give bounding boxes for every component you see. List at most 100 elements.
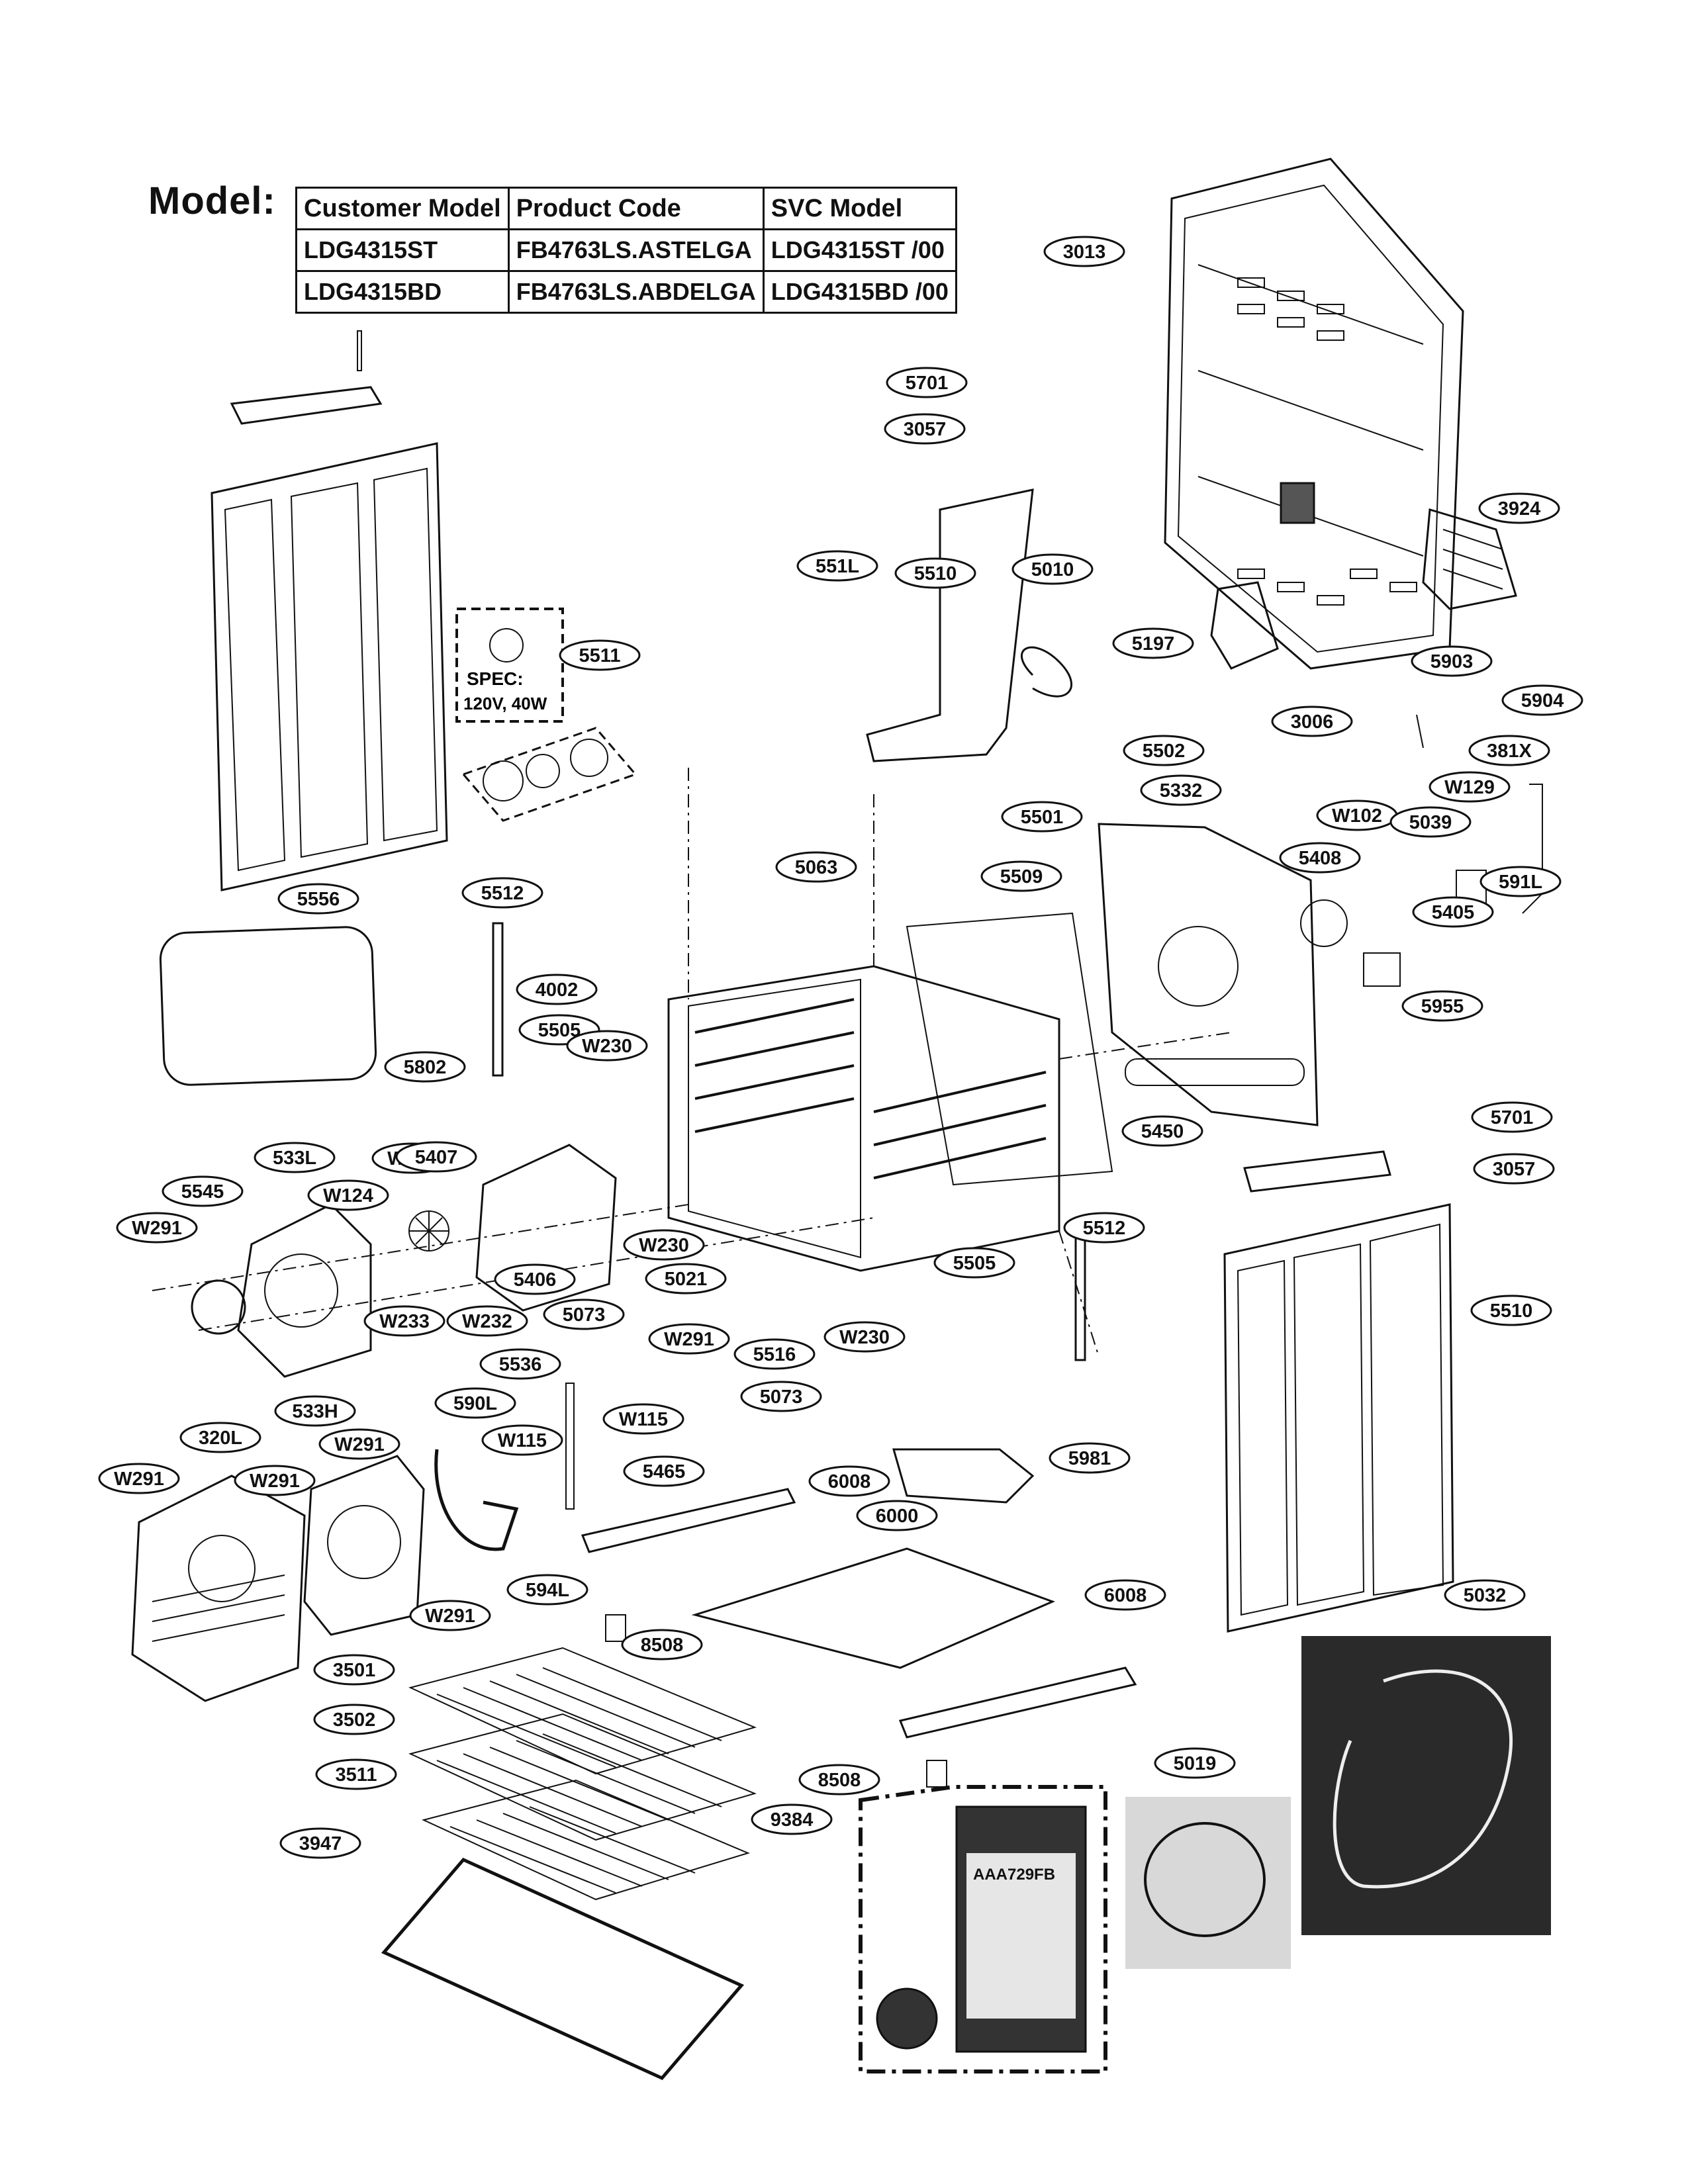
callout-ellipse — [1429, 771, 1511, 803]
callout-label: 5501 — [1021, 807, 1064, 828]
callout-ellipse — [740, 1381, 822, 1412]
callout-label: 5505 — [953, 1253, 996, 1274]
callout-3501: 3501 — [313, 1654, 395, 1686]
callout-5501: 5501 — [1001, 801, 1083, 833]
callout-ellipse — [446, 1305, 528, 1337]
callout-ellipse — [1112, 627, 1194, 659]
callout-3924: 3924 — [1478, 492, 1560, 524]
model-table: Customer Model Product Code SVC Model LD… — [295, 187, 957, 314]
igniter-590l-drawing — [565, 1383, 575, 1510]
callout-ellipse — [1001, 801, 1083, 833]
insulation-5450-drawing — [906, 912, 1113, 1186]
callout-ellipse — [1470, 1295, 1552, 1326]
bulb-spec-line2: 120V, 40W — [463, 694, 547, 713]
rack-3511-drawing — [422, 1779, 750, 1901]
callout-label: 591L — [1499, 872, 1542, 893]
cell-product-code: FB4763LS.ABDELGA — [507, 270, 765, 314]
callout-w230: W230 — [566, 1030, 648, 1062]
callout-w291: W291 — [318, 1428, 400, 1460]
callout-label: W291 — [664, 1329, 714, 1350]
callout-label: W102 — [1332, 805, 1382, 827]
callout-ellipse — [623, 1229, 705, 1261]
cell-svc-model: LDG4315BD /00 — [762, 270, 957, 314]
fan-5408-drawing — [1300, 899, 1348, 947]
callout-5450: 5450 — [1121, 1115, 1203, 1147]
callout-ellipse — [1401, 990, 1483, 1022]
callout-label: 5073 — [563, 1304, 606, 1326]
callout-label: 5510 — [1490, 1300, 1533, 1322]
callout-label: 5408 — [1299, 848, 1342, 869]
callout-label: W291 — [250, 1471, 300, 1492]
trim-5701-left-drawing — [230, 330, 383, 425]
callout-ellipse — [823, 1321, 906, 1353]
callout-label: W291 — [132, 1218, 182, 1239]
rack-support-5512-left-drawing — [492, 922, 504, 1077]
callout-label: 3501 — [333, 1660, 376, 1681]
callout-label: 533H — [292, 1401, 338, 1422]
callout-label: 5032 — [1464, 1585, 1507, 1606]
callout-ellipse — [318, 1428, 400, 1460]
callout-3502: 3502 — [313, 1704, 395, 1735]
callout-ellipse — [313, 1704, 395, 1735]
callout-320l: 320L — [179, 1422, 261, 1453]
callout-label: 5010 — [1031, 559, 1074, 580]
fan-cover-533l-drawing — [237, 1203, 372, 1378]
element-594l-drawing — [434, 1449, 519, 1551]
callout-label: W129 — [1444, 777, 1495, 798]
callout-ellipse — [1011, 553, 1094, 585]
callout-ellipse — [1473, 1153, 1555, 1185]
callout-5511: 5511 — [559, 639, 641, 671]
rear-panel-drawing — [1164, 158, 1464, 670]
callout-4002: 4002 — [516, 974, 598, 1005]
harness-5032-photo — [1301, 1636, 1551, 1935]
callout-ellipse — [162, 1175, 244, 1207]
duct-551l-drawing — [866, 488, 1034, 762]
callout-5197: 5197 — [1112, 627, 1194, 659]
harness-5032-wires — [1333, 1669, 1513, 1889]
callout-ellipse — [623, 1455, 705, 1487]
callout-w115: W115 — [602, 1403, 684, 1435]
callout-591l: 591L — [1479, 866, 1562, 897]
oven-cavity-drawing — [667, 965, 1060, 1272]
callout-w291: W291 — [98, 1463, 180, 1494]
callout-ellipse — [884, 413, 966, 445]
callout-ellipse — [980, 860, 1062, 892]
model-table-header: Customer Model Product Code SVC Model — [295, 187, 957, 230]
cover-533h-drawing — [303, 1455, 425, 1636]
callout-w230: W230 — [623, 1229, 705, 1261]
callout-ellipse — [1412, 896, 1494, 928]
callout-label: 5510 — [914, 563, 957, 584]
callout-label: W232 — [462, 1311, 512, 1332]
callout-6000: 6000 — [856, 1500, 938, 1531]
callout-label: 3511 — [336, 1764, 377, 1786]
callout-ellipse — [621, 1629, 703, 1661]
callout-ellipse — [751, 1803, 833, 1835]
callout-label: 5802 — [404, 1057, 447, 1078]
callout-ellipse — [796, 550, 878, 582]
callout-label: 5407 — [415, 1147, 458, 1168]
bulb-spec-line1: SPEC: — [467, 668, 524, 689]
callout-6008: 6008 — [808, 1465, 890, 1497]
callout-594l: 594L — [506, 1574, 588, 1606]
callout-ellipse — [234, 1465, 316, 1496]
side-panel-right-drawing — [1223, 1203, 1454, 1633]
callout-label: 3013 — [1063, 242, 1106, 263]
kit-9384-box — [859, 1785, 1107, 2073]
callout-w102: W102 — [1316, 799, 1398, 831]
callout-ellipse — [1271, 705, 1353, 737]
callout-590l: 590L — [434, 1387, 516, 1419]
cell-customer-model: LDG4315BD — [295, 270, 510, 314]
callout-ellipse — [1121, 1115, 1203, 1147]
header-svc-model: SVC Model — [762, 187, 957, 230]
callout-ellipse — [277, 883, 359, 915]
callout-ellipse — [648, 1323, 730, 1355]
duct-5197-drawing — [1210, 581, 1279, 670]
callout-5981: 5981 — [1049, 1442, 1131, 1474]
rear-cover-320l-drawing — [131, 1475, 306, 1702]
callout-label: 590L — [453, 1393, 497, 1414]
callout-5039: 5039 — [1389, 806, 1472, 838]
callout-label: 533L — [273, 1148, 316, 1169]
callout-label: 5904 — [1521, 690, 1564, 711]
callout-label: W233 — [379, 1311, 430, 1332]
callout-label: 5073 — [760, 1387, 803, 1408]
